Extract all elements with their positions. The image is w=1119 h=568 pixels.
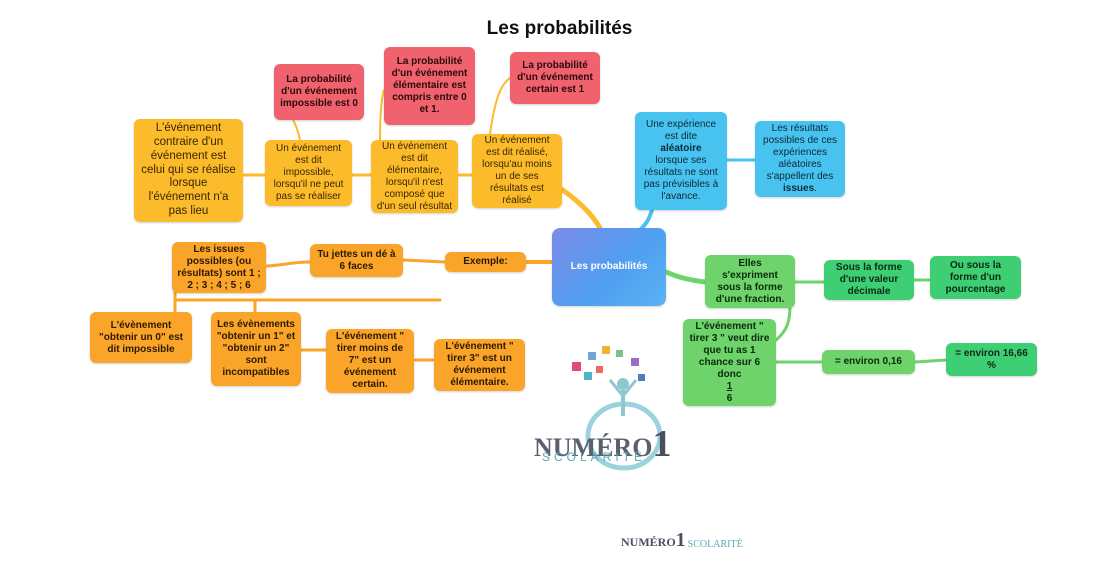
node-fraction: Elles s'expriment sous la forme d'une fr… <box>705 255 795 308</box>
link-elementaire-probE <box>379 89 385 141</box>
node-environ1666: = environ 16,66 % <box>946 343 1037 376</box>
numero1-logo-main: NUMÉRO1 <box>534 423 672 465</box>
node-prob-elementaire: La probabilité d'un événement élémentair… <box>384 47 475 125</box>
node-obtenir0: L'évènement "obtenir un 0" est dit impos… <box>90 312 192 363</box>
numero1-logo: NUMÉRO1 SCOLARITÉ <box>528 344 678 474</box>
node-issues-possibles: Les issues possibles (ou résultats) sont… <box>172 242 266 293</box>
page-title: Les probabilités <box>486 18 633 39</box>
numero1-logo-sub: SCOLARITÉ <box>542 450 647 464</box>
node-prob-certain: La probabilité d'un événement certain es… <box>510 52 600 104</box>
link-exemple-de <box>401 258 447 264</box>
link-center-aleatoire <box>638 208 654 232</box>
node-aleatoire: Une expérience est dite aléatoire lorsqu… <box>635 112 727 210</box>
node-elementaire: Un événement est dit élémentaire, lorsqu… <box>371 140 458 213</box>
node-contraire: L'événement contraire d'un événement est… <box>134 119 243 222</box>
link-center-realise <box>557 185 603 231</box>
node-decimale: Sous la forme d'une valeur décimale <box>824 260 914 300</box>
node-moins7: L'événement " tirer moins de 7" est un é… <box>326 329 414 393</box>
node-chance: L'événement " tirer 3 " veut dire que tu… <box>683 319 776 406</box>
link-center-fraction <box>663 269 708 285</box>
node-impossible: Un événement est dit impossible, lorsqu'… <box>265 140 352 206</box>
footer-logo: NUMÉRO 1 SCOLARITÉ <box>621 529 743 551</box>
link-fraction-chance <box>774 303 792 342</box>
node-tirer3: L'événement " tirer 3" est un événement … <box>434 339 525 391</box>
link-realise-prob1 <box>489 77 511 135</box>
node-realise: Un événement est dit réalisé, lorsqu'au … <box>472 134 562 208</box>
link-de-issues <box>264 260 312 268</box>
link-016-1666 <box>913 358 948 364</box>
node-environ016: = environ 0,16 <box>822 350 915 374</box>
node-issues: Les résultats possibles de ces expérienc… <box>755 121 845 197</box>
node-de: Tu jettes un dé à 6 faces <box>310 244 403 277</box>
node-incompatibles: Les évènements "obtenir un 1" et "obteni… <box>211 312 301 386</box>
node-prob-impossible: La probabilité d'un événement impossible… <box>274 64 364 120</box>
figure-with-numbered-cubes-icon <box>572 346 663 471</box>
node-center: Les probabilités <box>552 228 666 306</box>
node-exemple: Exemple: <box>445 252 526 272</box>
node-pourcentage: Ou sous la forme d'un pourcentage <box>930 256 1021 299</box>
